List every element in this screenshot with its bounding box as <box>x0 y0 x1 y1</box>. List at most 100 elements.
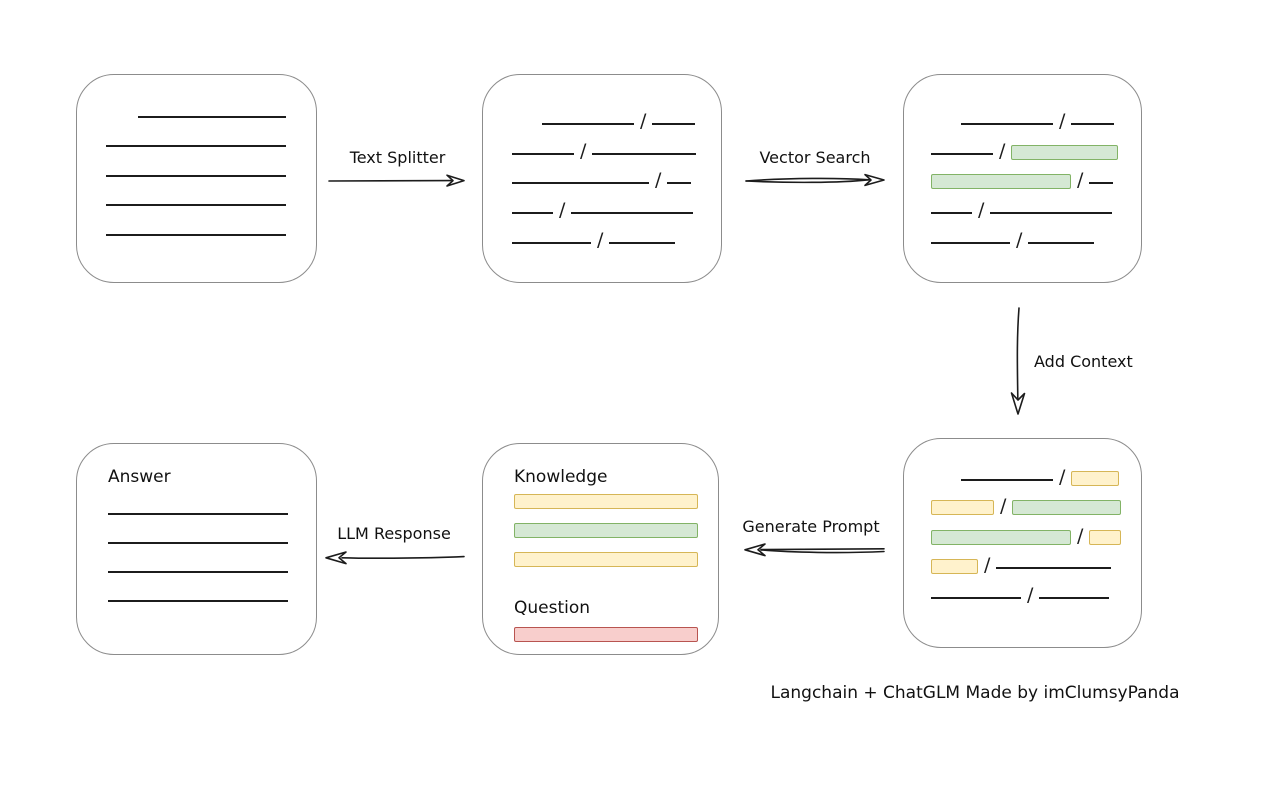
segment-row: / <box>931 515 1141 545</box>
vector-search-label: Vector Search <box>759 148 871 167</box>
chunk-lines: / / / / / <box>483 75 721 249</box>
node-vector-matches: / / / / / <box>903 74 1142 283</box>
segment-row: / <box>931 574 1141 604</box>
segment-row <box>106 182 316 212</box>
document-lines <box>77 75 316 241</box>
yellow-highlight-chip <box>1089 529 1122 545</box>
segment-row <box>108 488 316 517</box>
segment-row: / <box>931 100 1141 130</box>
text-line <box>1071 122 1115 125</box>
segment-row: / <box>512 160 721 190</box>
text-line <box>592 152 697 155</box>
segment-row <box>106 211 316 241</box>
slash-separator: / <box>978 199 985 222</box>
slash-separator: / <box>1016 228 1023 251</box>
generate-prompt-label: Generate Prompt <box>742 517 880 536</box>
segment-row: / <box>931 545 1141 575</box>
segment-row <box>106 123 316 153</box>
context-chunk-lines: ///// <box>904 439 1141 604</box>
llm-response-label: LLM Response <box>337 524 451 543</box>
node-context-chunks: ///// <box>903 438 1142 648</box>
slash-separator: / <box>984 554 991 576</box>
add-context-arrow-icon <box>1010 307 1026 415</box>
text-line <box>106 174 286 177</box>
segment-row: / <box>931 130 1141 160</box>
answer-heading: Answer <box>108 467 171 487</box>
text-line <box>961 122 1053 125</box>
segment-row <box>514 523 718 552</box>
text-line <box>512 212 553 215</box>
segment-row: / <box>512 219 721 249</box>
text-line <box>106 204 286 206</box>
green-highlight-chip <box>1012 500 1122 515</box>
diagram-caption: Langchain + ChatGLM Made by imClumsyPand… <box>770 683 1180 703</box>
segment-row: / <box>512 100 721 130</box>
segment-row <box>514 552 718 581</box>
text-line <box>542 122 634 125</box>
yellow-highlight-chip <box>1071 470 1120 486</box>
text-line <box>961 478 1053 481</box>
knowledge-bars <box>514 494 718 581</box>
text-line <box>138 115 286 118</box>
question-heading: Question <box>514 598 591 618</box>
text-line <box>106 145 286 147</box>
yellow-highlight-chip <box>931 559 978 574</box>
text-line <box>108 513 288 515</box>
node-prompt: Knowledge Question <box>482 443 719 655</box>
slash-separator: / <box>1000 495 1007 517</box>
segment-row <box>108 575 316 604</box>
node-split-chunks: / / / / / <box>482 74 722 283</box>
red-highlight-chip <box>514 627 698 642</box>
text-line <box>512 241 591 244</box>
slash-separator: / <box>999 139 1006 162</box>
green-highlight-chip <box>514 523 698 538</box>
segment-row: / <box>931 189 1141 222</box>
text-line <box>1039 596 1110 599</box>
slash-separator: / <box>559 199 566 222</box>
text-splitter-arrow-icon <box>328 174 465 187</box>
llm-response-arrow-icon <box>325 551 465 565</box>
text-line <box>512 152 574 155</box>
text-line <box>1089 182 1114 185</box>
knowledge-heading: Knowledge <box>514 467 608 487</box>
text-line <box>571 212 694 215</box>
text-line <box>931 212 972 215</box>
text-splitter-label: Text Splitter <box>349 148 446 167</box>
green-highlight-chip <box>1011 144 1119 160</box>
slash-separator: / <box>580 139 587 162</box>
slash-separator: / <box>597 228 604 251</box>
text-line <box>512 182 649 185</box>
text-line <box>652 122 696 125</box>
node-answer: Answer <box>76 443 317 655</box>
segment-row <box>514 494 718 523</box>
generate-prompt-arrow-icon <box>744 543 885 557</box>
slash-separator: / <box>1059 109 1066 132</box>
answer-lines <box>108 488 316 604</box>
segment-row: / <box>931 456 1141 486</box>
text-line <box>931 596 1021 599</box>
segment-row <box>106 93 316 123</box>
text-line <box>667 182 692 185</box>
slash-separator: / <box>640 109 647 132</box>
slash-separator: / <box>655 169 662 192</box>
slash-separator: / <box>1027 583 1034 606</box>
segment-row: / <box>512 189 721 222</box>
segment-row <box>108 546 316 575</box>
vector-search-arrow-icon <box>745 173 885 187</box>
segment-row <box>106 152 316 182</box>
slash-separator: / <box>1077 169 1084 192</box>
text-line <box>108 600 288 602</box>
segment-row: / <box>931 486 1141 516</box>
text-line <box>609 241 676 244</box>
segment-row: / <box>512 130 721 160</box>
segment-row: / <box>931 160 1141 190</box>
text-line <box>108 571 288 573</box>
text-line <box>931 241 1010 244</box>
vector-match-lines: / / / / / <box>904 75 1141 249</box>
text-line <box>990 212 1113 215</box>
segment-row <box>514 627 718 650</box>
text-line <box>108 542 288 544</box>
text-line <box>996 567 1112 569</box>
add-context-label: Add Context <box>1034 352 1133 371</box>
